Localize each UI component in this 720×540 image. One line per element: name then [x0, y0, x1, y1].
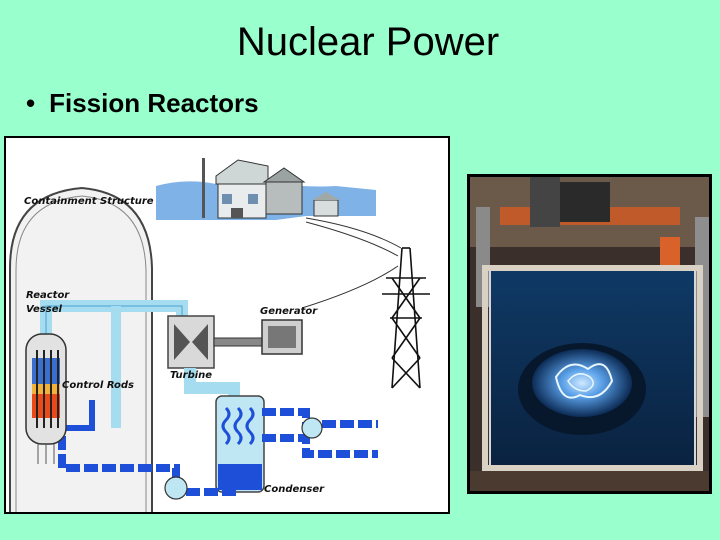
- generator-icon: [261, 319, 303, 355]
- condenser-tank-shape: [215, 395, 265, 493]
- label-generator: Generator: [260, 306, 318, 317]
- house-icon: [202, 158, 340, 219]
- reactor-schematic-diagram: Containment Structure Reactor Vessel Con…: [4, 136, 450, 514]
- label-reactor-vessel-line2: Vessel: [26, 304, 62, 315]
- bullet-text: Fission Reactors: [49, 88, 259, 118]
- turbine-icon: [167, 315, 265, 369]
- transmission-tower-icon: [382, 247, 430, 389]
- label-condenser: Condenser: [264, 484, 325, 495]
- bullet-item: • Fission Reactors: [26, 88, 259, 119]
- label-control-rods: Control Rods: [62, 380, 134, 391]
- reactor-vessel-shape: [25, 333, 67, 464]
- label-containment: Containment Structure: [24, 196, 154, 207]
- label-reactor-vessel-line1: Reactor: [26, 290, 70, 301]
- slide-title: Nuclear Power: [236, 20, 500, 64]
- reactor-pool-photo: [467, 174, 712, 494]
- bullet-icon: •: [26, 88, 36, 118]
- pump-icon: [164, 476, 188, 500]
- label-turbine: Turbine: [170, 370, 212, 381]
